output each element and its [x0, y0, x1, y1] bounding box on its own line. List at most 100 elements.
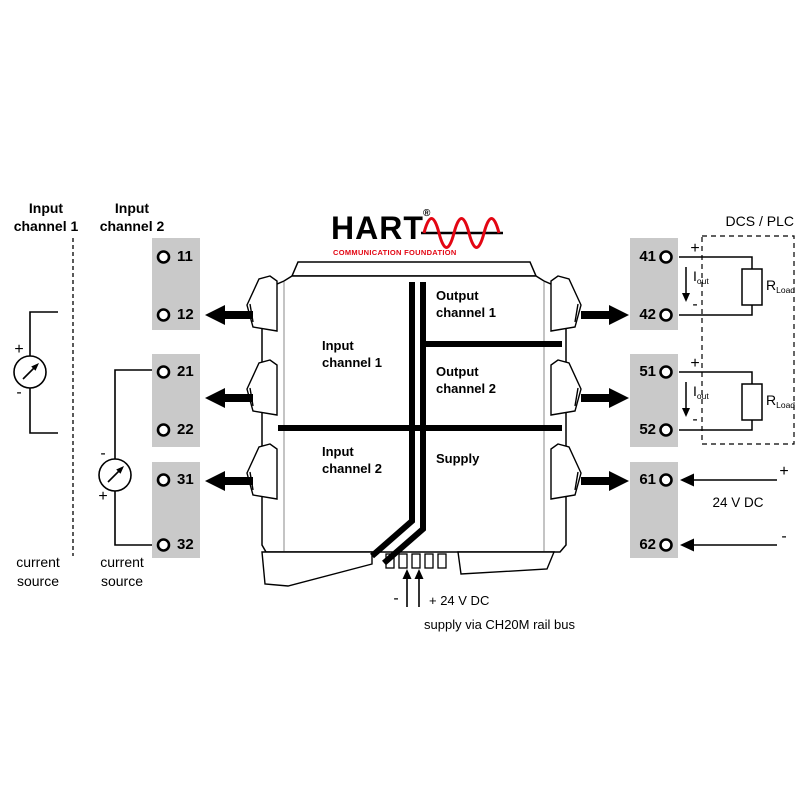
current-source-2-symbol — [98, 369, 152, 546]
rail-bus-pin — [398, 553, 408, 569]
source2-wire-top — [114, 369, 152, 459]
load1-wire-top — [679, 256, 753, 269]
signal-arrows-right — [581, 305, 629, 491]
terminal-label-52: 52 — [639, 421, 656, 438]
input-channel-1-header-line1: Input — [28, 200, 64, 216]
input-channel-1-header-line2: channel 1 — [13, 218, 79, 234]
load2-minus-sign: - — [692, 411, 698, 428]
signal-arrow-left-mid — [205, 388, 253, 408]
load2-resistor-symbol: R — [766, 392, 777, 408]
device-section-input1: Input channel 1 — [322, 337, 382, 371]
signal-arrow-left-ch2 — [205, 471, 253, 491]
terminal-circle-12 — [156, 308, 171, 322]
source2-arrow-shaft — [107, 470, 120, 483]
load2-plus-sign: + — [690, 355, 700, 372]
hart-logo-registered-mark: ® — [423, 208, 431, 219]
source1-minus-sign: - — [16, 384, 22, 401]
signal-arrow-left-ch1 — [205, 305, 253, 325]
terminal-label-11: 11 — [177, 248, 193, 265]
load1-resistor — [741, 268, 763, 306]
latch-right-middle — [550, 359, 582, 416]
terminal-label-32: 32 — [177, 536, 194, 553]
load2-resistor — [741, 383, 763, 421]
rail-bus-pin — [437, 553, 447, 569]
device-section-input2: Input channel 2 — [322, 443, 382, 477]
terminal-circle-51 — [659, 365, 673, 379]
load2-wire-top — [679, 371, 753, 384]
terminal-label-31: 31 — [177, 471, 194, 488]
load1-current-subscript: out — [696, 276, 709, 286]
terminal-circle-61 — [659, 473, 673, 487]
current-source-1-caption-line2: source — [16, 573, 60, 589]
load1-minus-sign: - — [692, 296, 698, 313]
rail-bus-pin — [411, 553, 421, 569]
terminal-circle-62 — [659, 538, 673, 552]
terminal-label-42: 42 — [639, 306, 656, 323]
current-source-2-caption-line2: source — [100, 573, 144, 589]
barrier-vertical-left — [370, 282, 415, 559]
input-channel-2-header: Input channel 2 — [92, 199, 172, 235]
terminal-label-51: 51 — [639, 363, 656, 380]
rail-bus-voltage-label: + 24 V DC — [429, 593, 490, 608]
current-source-2-caption-line1: current — [100, 554, 144, 570]
isolator-device — [246, 261, 582, 587]
rail-bus-pin — [424, 553, 434, 569]
device-section-output2-line1: Output — [436, 364, 479, 379]
hart-logo-subtitle: COMMUNICATION FOUNDATION — [333, 248, 457, 257]
latch-right-bottom-detail — [574, 471, 579, 491]
terminal-circle-21 — [156, 365, 171, 379]
dcs-plc-boundary — [701, 235, 795, 445]
device-section-output2: Output channel 2 — [436, 363, 496, 397]
device-section-output1-line1: Output — [436, 288, 479, 303]
load1-resistor-label: RLoad — [766, 277, 795, 295]
isolation-barriers — [278, 282, 562, 566]
rail-bus-caption: supply via CH20M rail bus — [424, 617, 576, 632]
supply-arrow-plus — [680, 473, 694, 487]
device-foot-right — [457, 551, 556, 575]
supply-voltage-label: 24 V DC — [712, 495, 764, 510]
latch-right-bottom — [550, 443, 582, 500]
device-section-input2-line1: Input — [322, 444, 354, 459]
terminal-circle-11 — [156, 250, 171, 264]
terminal-label-61: 61 — [639, 471, 656, 488]
source1-plus-sign: + — [14, 341, 24, 358]
supply-plus-sign: + — [779, 463, 789, 480]
source2-minus-sign: - — [100, 445, 106, 462]
load2-wire-bottom — [679, 420, 753, 431]
latch-left-top — [246, 275, 278, 332]
device-section-supply: Supply — [436, 451, 480, 466]
terminal-label-12: 12 — [177, 306, 194, 323]
source2-plus-sign: + — [98, 488, 108, 505]
current-source-1-caption: current source — [4, 553, 72, 591]
current-source-1-caption-line1: current — [16, 554, 60, 570]
hart-logo-wave — [421, 217, 503, 249]
load2-current-arrow-head — [682, 408, 690, 417]
source1-arrow-head — [31, 363, 39, 371]
load2-current-subscript: out — [696, 391, 709, 401]
barrier-vertical-right — [382, 282, 426, 566]
current-source-2-caption: current source — [88, 553, 156, 591]
load1-resistor-symbol: R — [766, 277, 777, 293]
terminal-label-21: 21 — [177, 363, 194, 380]
terminal-label-41: 41 — [639, 248, 656, 265]
load1-current-arrow-head — [682, 293, 690, 302]
rail-bus-arrow-1-head — [402, 569, 412, 579]
device-section-output1: Output channel 1 — [436, 287, 496, 321]
terminal-circle-32 — [156, 538, 171, 552]
load2-current-symbol: I — [693, 383, 697, 399]
device-section-input1-line1: Input — [322, 338, 354, 353]
terminal-circle-42 — [659, 308, 673, 322]
terminal-circle-41 — [659, 250, 673, 264]
latch-right-middle-detail — [574, 387, 579, 407]
source1-wire-bottom — [29, 388, 58, 434]
load2-resistor-label: RLoad — [766, 392, 795, 410]
device-section-output2-line2: channel 2 — [436, 381, 496, 396]
terminal-circles — [156, 250, 673, 552]
terminal-circle-31 — [156, 473, 171, 487]
load-circuit-2 — [679, 371, 763, 431]
device-foot-left — [261, 551, 373, 587]
terminal-circle-52 — [659, 423, 673, 437]
source2-arrow-head — [116, 466, 124, 474]
rail-bus-arrow-2-head — [414, 569, 424, 579]
